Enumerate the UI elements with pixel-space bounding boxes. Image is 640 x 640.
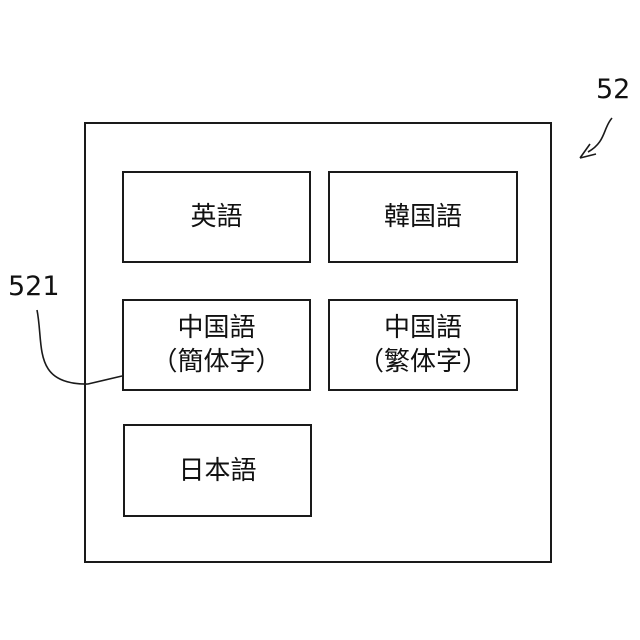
chinese-traditional-button-label: 中国語 (384, 311, 462, 345)
english-button-label: 英語 (190, 200, 242, 234)
panel-reference-numeral: 52 (596, 76, 630, 103)
panel-leader-arrowhead (580, 144, 596, 158)
japanese-button-label: 日本語 (178, 454, 256, 488)
chinese-simplified-button[interactable]: 中国語 （簡体字） (122, 299, 311, 391)
chinese-traditional-button[interactable]: 中国語 （繁体字） (328, 299, 518, 391)
chinese-simplified-button-sublabel: （簡体字） (151, 345, 281, 379)
panel-leader-line (588, 118, 612, 152)
button-reference-numeral: 521 (8, 273, 60, 300)
korean-button[interactable]: 韓国語 (328, 171, 518, 263)
chinese-simplified-button-label: 中国語 (177, 311, 255, 345)
korean-button-label: 韓国語 (384, 200, 462, 234)
japanese-button[interactable]: 日本語 (123, 424, 312, 517)
english-button[interactable]: 英語 (122, 171, 311, 263)
chinese-traditional-button-sublabel: （繁体字） (358, 345, 488, 379)
